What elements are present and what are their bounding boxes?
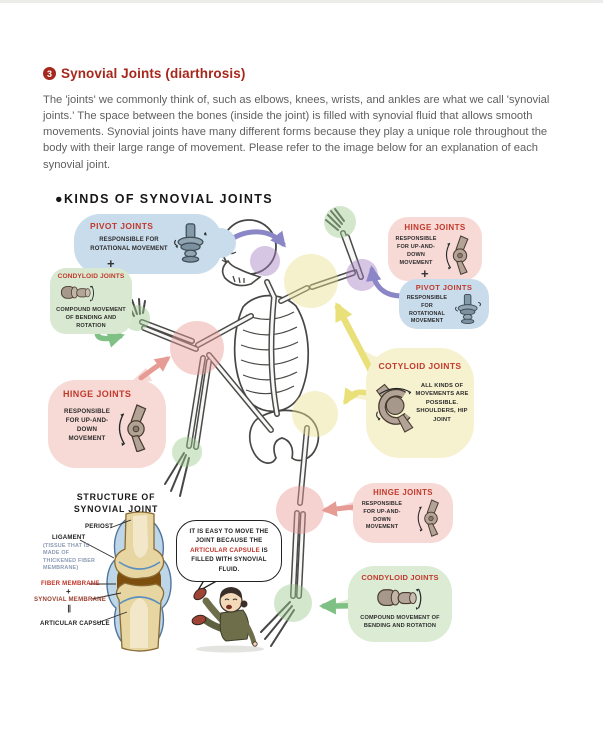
arrow-hinge-to-knee	[321, 501, 357, 517]
plus-sign: +	[107, 256, 115, 271]
label-synovial-membrane: SYNOVIAL MEMBRANE	[34, 596, 107, 603]
callout-arrows	[94, 229, 405, 615]
label-ligament-note: (TISSUE THAT IS MADE OF THICKENED FIBER …	[43, 543, 96, 571]
section-number-badge: 3	[43, 67, 56, 80]
section-header: 3 Synovial Joints (diarthrosis)	[43, 66, 245, 81]
callout-pivot-top-left: PIVOT JOINTS RESPONSIBLE FOR ROTATIONAL …	[74, 214, 236, 274]
page-edge	[0, 0, 603, 3]
callout-pivot-top-right: PIVOT JOINTS RESPONSIBLE FOR ROTATIONAL …	[399, 279, 489, 329]
callout-title: PIVOT JOINTS	[415, 283, 473, 292]
speech-text-post: IS FILLED WITH SYNOVIAL FLUID.	[191, 546, 268, 573]
callout-desc: ALL KINDS OF MOVEMENTS ARE POSSIBLE. SHO…	[415, 383, 469, 423]
label-connector-lines	[79, 519, 132, 624]
callout-condyloid-top-left: CONDYLOID JOINTS COMPOUND MOVEMENT OF BE…	[50, 268, 132, 334]
callout-condyloid-bottom-right: CONDYLOID JOINTS COMPOUND MOVEMENT OF BE…	[348, 566, 452, 642]
pivot-joint-icon	[174, 223, 208, 263]
speech-text-pre: IT IS EASY TO MOVE THE JOINT BECAUSE THE	[189, 528, 269, 545]
highlight-ankle-left	[172, 437, 202, 467]
callout-title: COTYLOID JOINTS	[378, 361, 462, 371]
figure-title: ●KINDS OF SYNOVIAL JOINTS	[55, 192, 274, 206]
callout-title: HINGE JOINTS	[63, 389, 132, 399]
highlight-neck-pivot	[250, 246, 280, 276]
callout-hinge-top-right: HINGE JOINTS RESPONSIBLE FOR UP-AND-DOWN…	[388, 217, 482, 281]
condyloid-joint-icon	[60, 285, 95, 302]
plus-sign: +	[421, 266, 429, 281]
hands-and-feet	[127, 208, 345, 647]
cartoon-character	[191, 587, 264, 653]
synovial-membrane-lines	[118, 561, 161, 605]
callout-cotyloid: COTYLOID JOINTS ALL KINDS OF MOVEMENTS A…	[366, 348, 474, 458]
highlight-hand-condyloid	[324, 206, 356, 238]
callout-desc: COMPOUND MOVEMENT OF BENDING AND ROTATIO…	[360, 615, 440, 630]
label-fiber-membrane: FIBER MEMBRANE	[41, 580, 100, 587]
callout-desc: RESPONSIBLE FOR UP-AND-DOWN MOVEMENT	[361, 501, 403, 531]
section-title: Synovial Joints (diarthrosis)	[61, 66, 246, 81]
joint-structure-diagram	[79, 511, 172, 652]
highlight-knee-hinge	[276, 486, 324, 534]
highlight-ankle-condyloid	[274, 584, 312, 622]
callout-title: PIVOT JOINTS	[90, 221, 154, 231]
callout-title: CONDYLOID JOINTS	[57, 273, 125, 280]
hinge-joint-icon	[118, 404, 147, 452]
speech-text-highlight: ARTICULAR CAPSULE	[190, 546, 260, 554]
hinge-joint-icon	[445, 235, 469, 275]
condyloid-joint-icon	[377, 588, 422, 610]
cotyloid-joint-icon	[375, 383, 414, 433]
intro-paragraph: The 'joints' we commonly think of, such …	[43, 94, 550, 171]
arrow-hinge-to-elbow	[138, 356, 171, 381]
callout-title: HINGE JOINTS	[373, 488, 433, 497]
shoe	[193, 587, 207, 601]
callout-title: HINGE JOINTS	[404, 223, 466, 232]
arrow-cotyloid-to-shoulder	[334, 301, 375, 375]
callout-desc: RESPONSIBLE FOR UP-AND-DOWN MOVEMENT	[63, 408, 110, 442]
highlight-elbow-hinge	[170, 321, 224, 375]
label-plus: +	[66, 587, 71, 596]
callout-title: CONDYLOID JOINTS	[361, 573, 439, 582]
callout-hinge-left: HINGE JOINTS RESPONSIBLE FOR UP-AND-DOWN…	[48, 380, 166, 468]
arrow-pivot-to-elbow	[366, 265, 405, 299]
label-periost: PERIOST	[85, 523, 114, 530]
pivot-joint-icon	[455, 293, 481, 325]
callout-hinge-bottom-right: HINGE JOINTS RESPONSIBLE FOR UP-AND-DOWN…	[353, 483, 453, 543]
hinge-joint-icon	[417, 499, 440, 537]
label-articular-capsule: ARTICULAR CAPSULE	[40, 620, 110, 627]
label-equals: ∥	[67, 604, 72, 613]
callout-desc: RESPONSIBLE FOR ROTATIONAL MOVEMENT	[90, 237, 168, 252]
label-ligament: LIGAMENT	[52, 534, 86, 541]
structure-diagram-title: STRUCTURE OF SYNOVIAL JOINT	[73, 492, 159, 514]
shoe	[191, 614, 207, 626]
callout-desc: RESPONSIBLE FOR UP-AND-DOWN MOVEMENT	[395, 236, 437, 266]
highlight-hip-cotyloid	[292, 391, 338, 437]
callout-desc: RESPONSIBLE FOR ROTATIONAL MOVEMENT	[406, 295, 448, 325]
highlight-shoulder-cotyloid	[284, 254, 338, 308]
callout-desc: COMPOUND MOVEMENT OF BENDING AND ROTATIO…	[56, 307, 126, 330]
speech-bubble: IT IS EASY TO MOVE THE JOINT BECAUSE THE…	[176, 520, 282, 582]
